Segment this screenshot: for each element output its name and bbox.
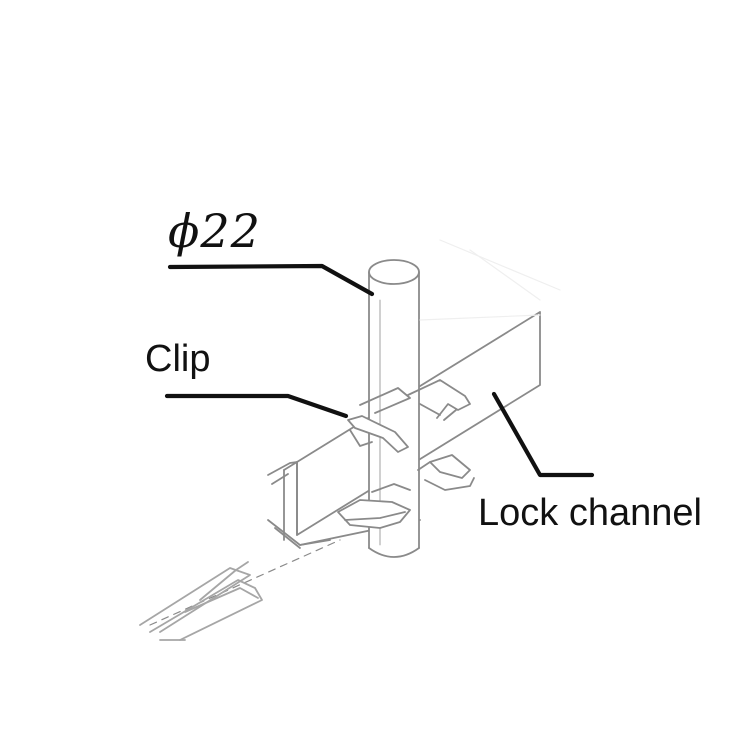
- diameter-leader-line: [167, 263, 375, 297]
- upper-clip: [347, 379, 471, 453]
- lower-channel-fragment: [139, 561, 263, 641]
- lock-channel-label: Lock channel: [478, 492, 702, 534]
- channel-top-lip: [267, 461, 298, 485]
- diameter-label: ϕ22: [168, 204, 261, 258]
- clip-label: Clip: [145, 338, 211, 380]
- clip-leader-line: [164, 393, 349, 419]
- ghost-lines: [419, 239, 561, 321]
- lock-channel-leader-line: [491, 391, 595, 478]
- lower-clip-right: [417, 454, 475, 491]
- lower-clip-left: [337, 483, 411, 529]
